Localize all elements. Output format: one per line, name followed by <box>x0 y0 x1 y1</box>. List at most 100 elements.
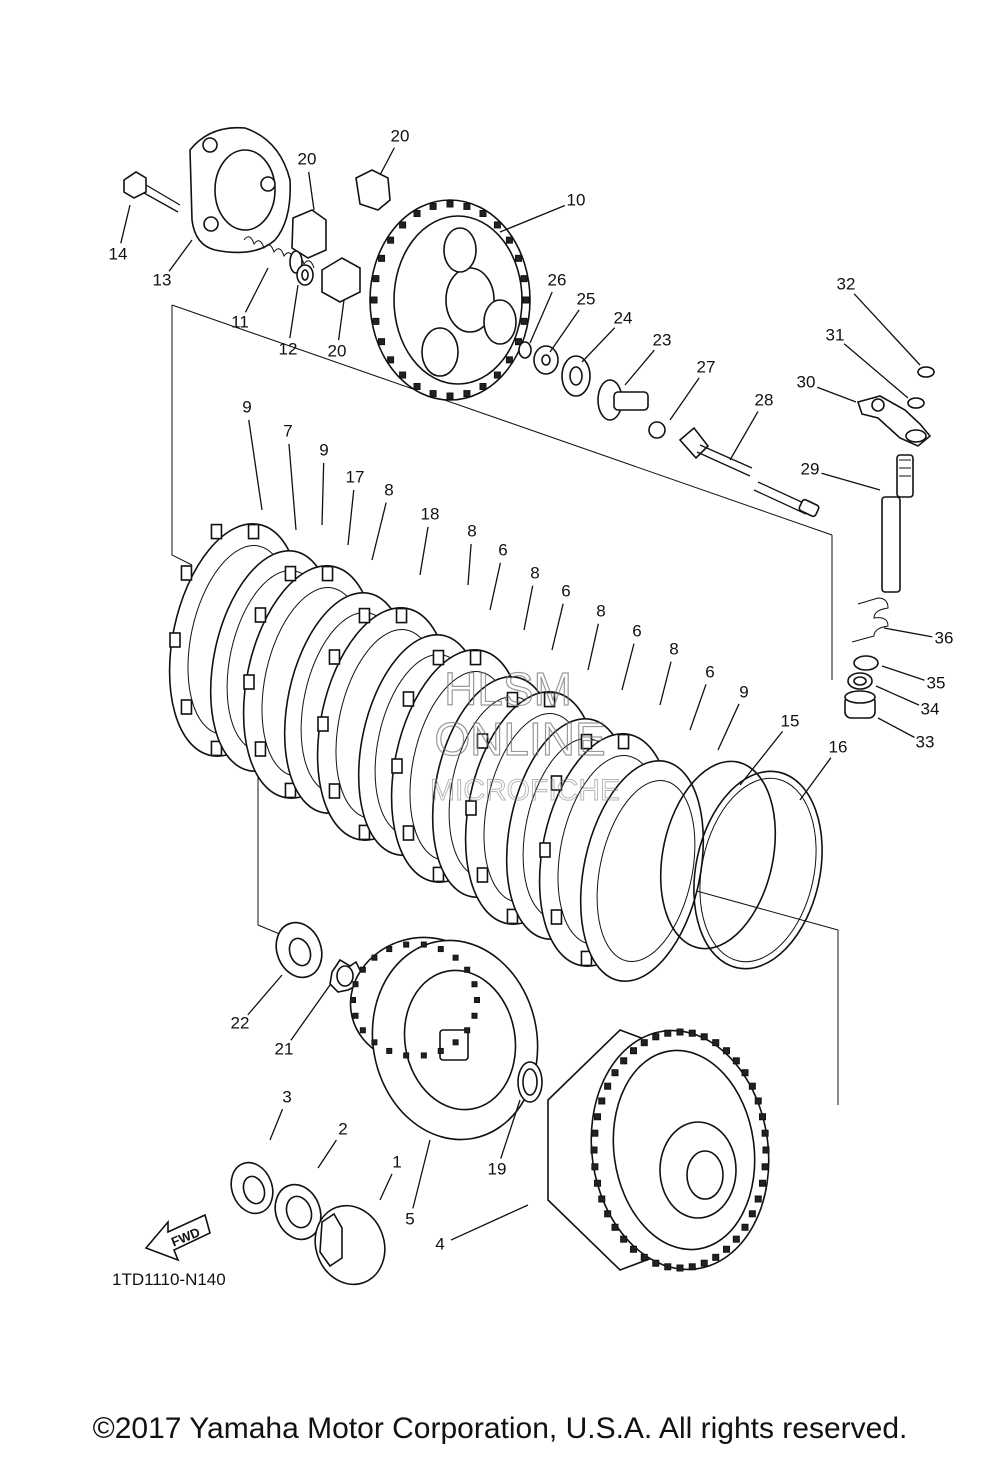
washer-25 <box>533 345 559 375</box>
copyright-notice: ©2017 Yamaha Motor Corporation, U.S.A. A… <box>92 1412 908 1445</box>
callout-label-c2: 2 <box>338 1119 347 1138</box>
callout-label-c36: 36 <box>935 628 954 647</box>
watermark: HLSM ONLINE MICROFICHE <box>430 662 621 807</box>
leader-line-c36 <box>883 627 933 638</box>
fwd-arrow-icon: FWD <box>144 1213 211 1262</box>
leader-line-c8b <box>467 543 472 586</box>
callout-label-c1: 1 <box>392 1152 401 1171</box>
callout-label-c30: 30 <box>797 372 816 391</box>
leader-line-c5 <box>412 1139 431 1209</box>
callout-label-c31: 31 <box>826 325 845 344</box>
leader-line-c2 <box>317 1139 337 1169</box>
lever-30 <box>856 395 932 447</box>
callout-label-c20b: 20 <box>298 149 317 168</box>
callout-label-c24: 24 <box>614 308 633 327</box>
leader-line-c9c <box>717 703 740 751</box>
leader-line-c21 <box>290 984 331 1041</box>
leader-line-c31 <box>843 343 909 399</box>
leader-line-c20b <box>308 171 315 211</box>
callout-label-c33: 33 <box>916 732 935 751</box>
callout-label-c8c: 8 <box>530 563 539 582</box>
shaft-29 <box>881 454 914 593</box>
callout-label-c8e: 8 <box>669 639 678 658</box>
push-rod-28 <box>678 426 820 518</box>
circlip-26 <box>518 341 532 359</box>
callout-label-c20a: 20 <box>391 126 410 145</box>
leader-line-c25 <box>549 309 580 353</box>
callout-labels: 1234566667888889991011121314151617181920… <box>109 126 954 1253</box>
callout-label-c25: 25 <box>577 289 596 308</box>
wire-ring-16 <box>693 770 823 970</box>
callout-label-c14: 14 <box>109 244 128 263</box>
leader-line-c18 <box>419 526 429 576</box>
nut-22 <box>275 921 323 979</box>
leader-line-c6a <box>489 562 502 611</box>
leader-line-c34 <box>875 685 920 706</box>
leader-line-c4 <box>450 1204 529 1241</box>
thrust-washer-2 <box>274 1183 322 1241</box>
watermark-line-2: ONLINE <box>434 713 605 765</box>
callout-label-c12: 12 <box>279 339 298 358</box>
callout-label-c10: 10 <box>567 190 586 209</box>
oil-seal-34 <box>847 672 873 690</box>
callout-label-c26: 26 <box>548 270 567 289</box>
leader-line-c20c <box>337 299 345 341</box>
callout-label-c11: 11 <box>231 312 249 331</box>
clutch-boss-5 <box>349 936 539 1141</box>
leader-line-c13 <box>168 239 193 272</box>
leader-line-c22 <box>247 974 283 1016</box>
callout-label-c34: 34 <box>921 699 940 718</box>
callout-label-c27: 27 <box>697 357 716 376</box>
primary-driven-gear-4 <box>547 1028 770 1272</box>
circlip-15 <box>659 760 777 950</box>
spacer-1 <box>314 1204 386 1286</box>
leader-lines <box>120 147 933 1241</box>
callout-label-c19: 19 <box>488 1159 507 1178</box>
pressure-plate-10 <box>369 199 531 401</box>
leader-line-c16 <box>799 757 832 801</box>
callout-label-c8b: 8 <box>467 521 476 540</box>
leader-line-c35 <box>881 665 925 681</box>
leader-line-c7 <box>288 443 297 531</box>
spring-36 <box>851 597 889 643</box>
leader-line-c27 <box>669 377 700 421</box>
leader-line-c6b <box>551 603 564 651</box>
callout-label-c8d: 8 <box>596 601 605 620</box>
watermark-line-1: HLSM <box>444 663 572 715</box>
callout-label-c9c: 9 <box>739 682 748 701</box>
washer-12 <box>296 264 314 286</box>
callout-label-c9b: 9 <box>319 440 328 459</box>
leader-line-c9b <box>321 462 325 526</box>
leader-line-c20a <box>379 147 395 176</box>
leader-line-c30 <box>816 386 857 403</box>
oil-seal-3 <box>230 1161 274 1215</box>
callout-label-c29: 29 <box>801 459 820 478</box>
callout-label-c6c: 6 <box>632 621 641 640</box>
callout-label-c16: 16 <box>829 737 848 756</box>
leader-line-c9a <box>248 419 263 511</box>
collar-19 <box>517 1061 543 1103</box>
leader-line-c8e <box>659 661 672 706</box>
pressure-plate-13 <box>189 126 292 254</box>
bolt-14 <box>123 171 181 213</box>
watermark-line-3: MICROFICHE <box>430 774 620 807</box>
leader-line-c10 <box>499 204 566 233</box>
leader-line-c14 <box>120 204 131 244</box>
leader-line-c33 <box>877 717 915 738</box>
leader-line-c1 <box>379 1173 393 1201</box>
callout-label-c28: 28 <box>755 390 774 409</box>
leader-line-c24 <box>581 327 616 363</box>
leader-line-c11 <box>244 267 269 313</box>
callout-label-c8a: 8 <box>384 480 393 499</box>
damper-20 <box>291 169 391 303</box>
callout-label-c17: 17 <box>346 467 365 486</box>
callout-label-c9a: 9 <box>242 397 251 416</box>
leader-line-c3 <box>269 1108 284 1141</box>
circlip-32 <box>917 366 935 378</box>
callout-label-c35: 35 <box>927 673 946 692</box>
bearing-33 <box>844 690 876 719</box>
callout-label-c23: 23 <box>653 330 672 349</box>
leader-line-c23 <box>624 349 655 386</box>
callout-label-c22: 22 <box>231 1013 250 1032</box>
